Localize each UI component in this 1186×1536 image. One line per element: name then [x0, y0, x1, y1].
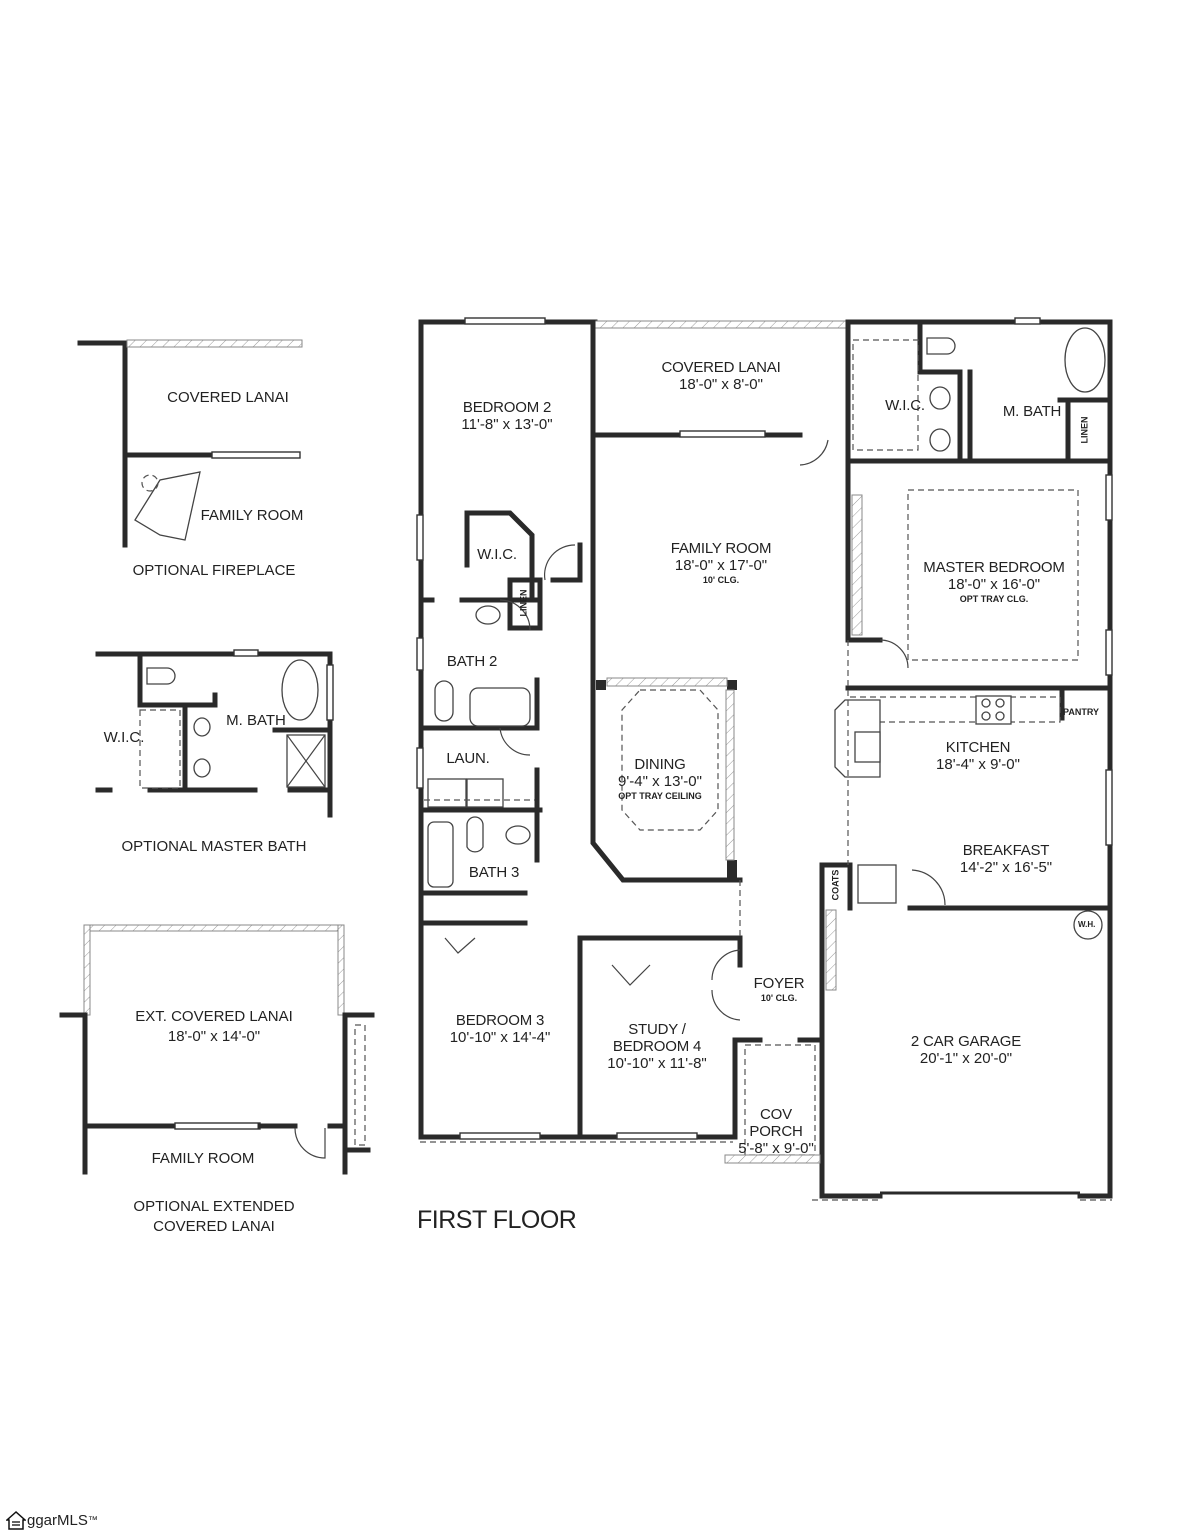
- ext-lanai-option-room-bottom: FAMILY ROOM: [151, 1150, 255, 1167]
- room-wic-bedroom-2: W.I.C.: [477, 546, 517, 563]
- master-bath-option-bath: M. BATH: [226, 712, 286, 729]
- linen-label-bath2: LINEN: [518, 589, 529, 617]
- pantry-label: PANTRY: [1063, 707, 1099, 717]
- fireplace-option-caption: OPTIONAL FIREPLACE: [132, 562, 296, 579]
- main-plan-windows: [416, 317, 1113, 1140]
- room-bedroom-2: BEDROOM 2 11'-8" x 13'-0": [461, 399, 553, 433]
- fireplace-option-room-top: COVERED LANAI: [167, 389, 289, 406]
- master-bath-option-caption: OPTIONAL MASTER BATH: [121, 838, 307, 855]
- master-bath-option-wic: W.I.C.: [103, 729, 145, 746]
- ext-lanai-option-room: EXT. COVERED LANAI 18'-0" x 14'-0": [135, 1008, 293, 1045]
- room-family-room: FAMILY ROOM 18'-0" x 17'-0" 10' CLG.: [670, 540, 772, 585]
- room-bath-2: BATH 2: [446, 653, 498, 670]
- room-cov-porch: COV PORCH 5'-8" x 9'-0": [738, 1106, 814, 1157]
- option-fireplace-drawing: [77, 339, 303, 548]
- room-master-bath: M. BATH: [1002, 403, 1062, 420]
- coats-label: COATS: [830, 869, 841, 901]
- room-breakfast: BREAKFAST 14'-2" x 16'-5": [959, 842, 1053, 876]
- room-covered-lanai: COVERED LANAI 18'-0" x 8'-0": [661, 359, 781, 393]
- linen-label-master: LINEN: [1079, 416, 1090, 444]
- room-wic-master: W.I.C.: [885, 397, 925, 414]
- ext-lanai-option-caption: OPTIONAL EXTENDED COVERED LANAI: [133, 1198, 295, 1235]
- room-study-bedroom-4: STUDY / BEDROOM 4 10'-10" x 11'-8": [607, 1021, 707, 1072]
- water-heater-label: W.H.: [1078, 920, 1096, 929]
- fireplace-option-room-bottom: FAMILY ROOM: [200, 507, 304, 524]
- house-icon: [6, 1510, 26, 1530]
- floor-title: FIRST FLOOR: [417, 1206, 577, 1234]
- room-kitchen: KITCHEN 18'-4" x 9'-0": [936, 739, 1020, 773]
- room-bedroom-3: BEDROOM 3 10'-10" x 14'-4": [449, 1012, 551, 1046]
- room-foyer: FOYER 10' CLG.: [753, 975, 805, 1003]
- room-dining: DINING 9'-4" x 13'-0" OPT TRAY CEILING: [618, 756, 702, 801]
- room-master-bedroom: MASTER BEDROOM 18'-0" x 16'-0" OPT TRAY …: [923, 559, 1065, 604]
- room-laundry: LAUN.: [446, 750, 490, 767]
- option-extended-lanai-drawing: [59, 924, 375, 1175]
- option-master-bath-drawing: [95, 649, 334, 818]
- main-plan-walls: [418, 319, 1113, 1199]
- main-plan-fixtures: [420, 327, 1112, 1201]
- room-bath-3: BATH 3: [468, 864, 520, 881]
- room-garage: 2 CAR GARAGE 20'-1" x 20'-0": [910, 1033, 1022, 1067]
